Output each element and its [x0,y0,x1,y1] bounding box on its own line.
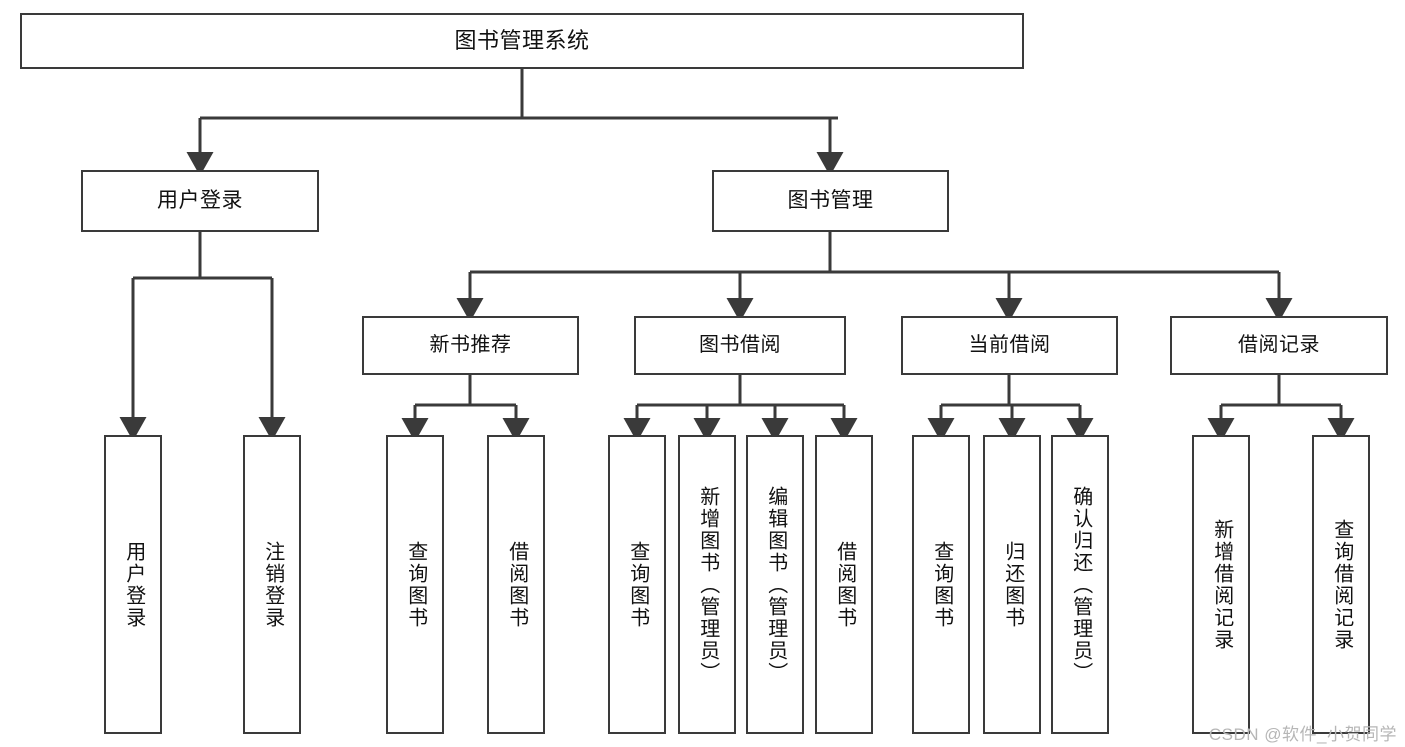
node-add-borrow-record[interactable]: 新增借阅记录 [1192,435,1250,734]
node-book-borrow[interactable]: 图书借阅 [634,316,846,375]
node-query-borrow-record[interactable]: 查询借阅记录 [1312,435,1370,734]
node-book-management[interactable]: 图书管理 [712,170,949,232]
node-borrow-book-recommend-label: 借阅图书 [505,540,528,629]
node-borrow-book-recommend[interactable]: 借阅图书 [487,435,545,734]
node-user-login-leaf[interactable]: 用户登录 [104,435,162,734]
node-query-book-borrow-label: 查询图书 [626,540,649,629]
node-add-book-admin[interactable]: 新增图书（管理员） [678,435,736,734]
node-current-borrow-label: 当前借阅 [968,334,1051,357]
node-root-label: 图书管理系统 [454,27,590,53]
node-query-book-current[interactable]: 查询图书 [912,435,970,734]
node-return-book[interactable]: 归还图书 [983,435,1041,734]
node-query-book-borrow[interactable]: 查询图书 [608,435,666,734]
node-borrow-record[interactable]: 借阅记录 [1170,316,1388,375]
node-user-login-label: 用户登录 [157,189,243,213]
node-current-borrow[interactable]: 当前借阅 [901,316,1118,375]
node-borrow-record-label: 借阅记录 [1238,334,1320,357]
node-logout-leaf-label: 注销登录 [261,540,284,629]
node-query-borrow-record-label: 查询借阅记录 [1330,518,1353,651]
node-book-borrow-label: 图书借阅 [699,334,781,357]
node-borrow-book-label: 借阅图书 [833,540,856,629]
node-user-login[interactable]: 用户登录 [81,170,319,232]
node-edit-book-admin[interactable]: 编辑图书（管理员） [746,435,804,734]
node-add-borrow-record-label: 新增借阅记录 [1210,518,1233,651]
node-return-book-label: 归还图书 [1001,540,1024,629]
node-add-book-admin-label: 新增图书（管理员） [696,485,719,684]
node-root[interactable]: 图书管理系统 [20,13,1024,69]
node-logout-leaf[interactable]: 注销登录 [243,435,301,734]
node-query-book-recommend-label: 查询图书 [404,540,427,629]
watermark-text: CSDN @软件_小贺同学 [1208,725,1397,744]
node-borrow-book[interactable]: 借阅图书 [815,435,873,734]
node-query-book-recommend[interactable]: 查询图书 [386,435,444,734]
node-confirm-return-admin[interactable]: 确认归还（管理员） [1051,435,1109,734]
node-user-login-leaf-label: 用户登录 [122,540,145,629]
node-new-book-recommend-label: 新书推荐 [429,334,512,357]
node-book-management-label: 图书管理 [787,189,874,213]
node-confirm-return-admin-label: 确认归还（管理员） [1069,485,1092,684]
node-new-book-recommend[interactable]: 新书推荐 [362,316,579,375]
node-edit-book-admin-label: 编辑图书（管理员） [764,485,787,684]
node-query-book-current-label: 查询图书 [930,540,953,629]
